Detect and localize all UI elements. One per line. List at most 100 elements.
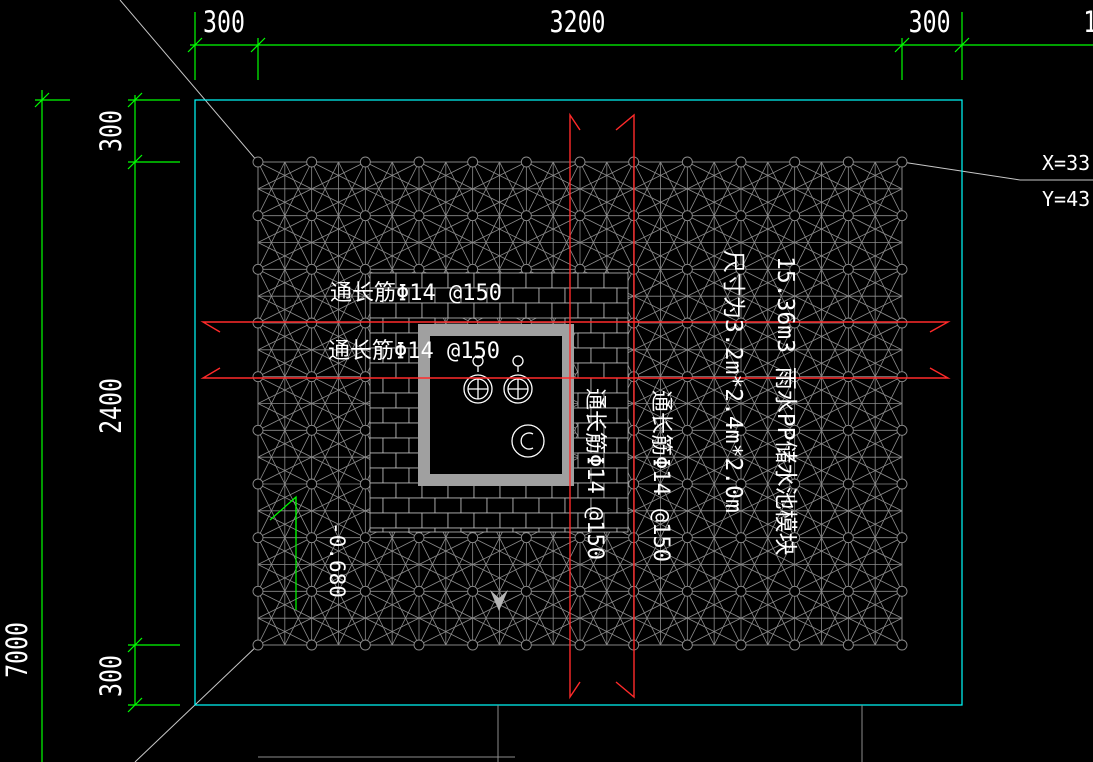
grid-star-line [579, 161, 608, 216]
grid-star-line [525, 537, 554, 592]
grid-star-line [257, 161, 286, 216]
brick [382, 377, 410, 394]
grid-star-line [633, 161, 661, 216]
grid-star-line [499, 161, 527, 216]
grid-star-line [687, 322, 742, 351]
grid-star-line [257, 242, 312, 270]
grid-node [842, 639, 854, 651]
grid-star-line [472, 161, 500, 216]
grid-star-line [257, 564, 312, 592]
brick [382, 467, 410, 484]
grid-star-line [445, 215, 474, 270]
grid-node [735, 478, 747, 490]
brick [473, 512, 501, 529]
grid-node [574, 532, 586, 544]
grid-node [896, 263, 908, 275]
grid-star-line [311, 456, 366, 485]
brick [382, 527, 410, 533]
grid-star-line [848, 188, 903, 217]
grid-star-line [740, 188, 795, 217]
grid-star-line [794, 269, 822, 324]
grid-star-line [713, 269, 742, 324]
grid-star-line [848, 161, 903, 190]
dim-top-300-right: 300 [909, 7, 951, 40]
grid-star-line [740, 242, 795, 270]
grid-star-line [767, 591, 796, 646]
brick [408, 497, 436, 514]
grid-star-line [391, 591, 420, 646]
grid-node [681, 424, 693, 436]
grid-star-line [579, 242, 634, 270]
grid-star-line [391, 161, 420, 216]
grid-star-line [311, 349, 366, 378]
grid-node [789, 156, 801, 168]
grid-node [789, 532, 801, 544]
grid-star-line [472, 242, 527, 270]
grid-star-line [687, 268, 742, 297]
grid-star-line [338, 269, 366, 324]
grid-star-line [472, 617, 527, 646]
grid-star-line [552, 591, 581, 646]
flow-arrow-icon [490, 590, 508, 611]
grid-star-line [740, 376, 795, 404]
grid-star-line [740, 269, 769, 324]
grid-star-line [579, 215, 634, 243]
brick [564, 287, 592, 304]
grid-star-line [445, 537, 474, 592]
grid-star-line [633, 590, 688, 619]
grid-node [681, 532, 693, 544]
grid-star-line [848, 215, 903, 243]
brick [460, 527, 488, 533]
brick [577, 362, 605, 379]
coord-y: Y=43 [1042, 187, 1090, 211]
grid-node [413, 532, 425, 544]
grid-star-line [740, 456, 795, 485]
grid-star-line [338, 322, 366, 377]
grid-star-line [687, 349, 742, 378]
brick [525, 302, 553, 319]
grid-star-line [257, 483, 286, 538]
grid-star-line [874, 430, 903, 485]
grid-star-line [848, 483, 903, 512]
grid-star-line [418, 537, 447, 592]
grid-star-line [740, 483, 769, 538]
grid-star-line [472, 188, 527, 217]
grid-star-line [794, 403, 849, 431]
grid-star-line [821, 269, 849, 324]
grid-node [842, 478, 854, 490]
grid-star-line [848, 456, 903, 485]
grid-star-line [686, 430, 715, 485]
grid-node [520, 210, 532, 222]
brick [369, 437, 384, 454]
brick [551, 302, 579, 319]
brick [460, 497, 488, 514]
grid-node [681, 585, 693, 597]
grid-star-line [847, 591, 876, 646]
section-line-top [200, 321, 951, 333]
grid-star-line [311, 322, 339, 377]
grid-star-line [472, 215, 527, 243]
grid-star-line [794, 590, 849, 619]
grid-star-line [740, 403, 795, 431]
brick [616, 287, 629, 304]
grid-star-line [740, 268, 795, 297]
grid-star-line [338, 161, 366, 216]
grid-star-line [311, 429, 366, 458]
grid-node [520, 639, 532, 651]
grid-star-line [472, 537, 500, 592]
grid-star-line [660, 322, 688, 377]
grid-star-line [633, 591, 661, 646]
grid-star-line [311, 564, 366, 592]
grid-star-line [740, 161, 795, 190]
grid-star-line [848, 376, 903, 404]
grid-node [681, 371, 693, 383]
grid-star-line [257, 295, 312, 324]
grid-star-line [284, 269, 313, 324]
grid-star-line [579, 617, 634, 646]
grid-star-line [848, 537, 903, 565]
grid-star-line [418, 564, 473, 592]
grid-star-line [740, 215, 795, 243]
dim-left-2400: 2400 [96, 378, 129, 434]
grid-star-line [874, 376, 903, 431]
rebar-label-v1: 通长筋Φ14 @150 [582, 388, 607, 560]
